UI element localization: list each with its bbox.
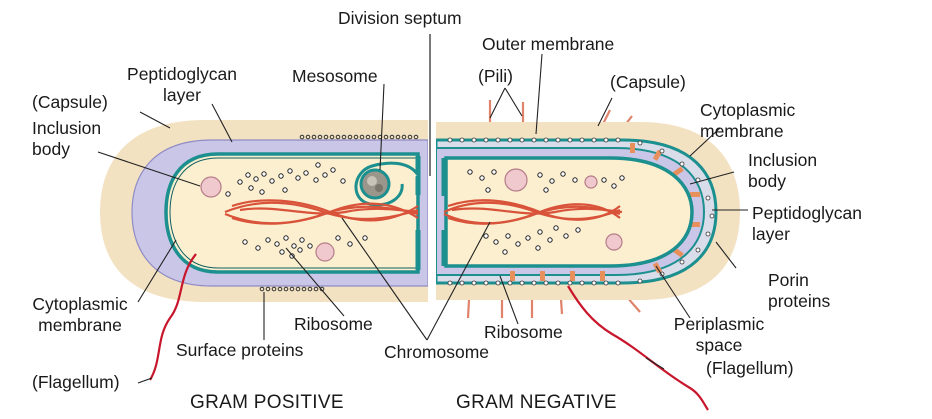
label-ribosome-right: Ribosome xyxy=(484,322,563,343)
label-cytoplasmic-left: Cytoplasmic membrane xyxy=(10,294,150,336)
label-chromosome: Chromosome xyxy=(384,342,489,363)
label-cytoplasmic-left-line1: Cytoplasmic xyxy=(10,294,150,315)
label-ribosome-left: Ribosome xyxy=(294,314,373,335)
label-cytoplasmic-right-line2: membrane xyxy=(700,121,795,142)
title-gram-positive: GRAM POSITIVE xyxy=(190,392,344,414)
label-porin-line1: Porin xyxy=(768,270,830,291)
label-inclusion-left-line1: Inclusion xyxy=(32,118,101,139)
label-peptidoglycan-right-line2: layer xyxy=(752,224,862,245)
label-capsule-right: (Capsule) xyxy=(610,72,686,93)
label-mesosome: Mesosome xyxy=(292,66,378,87)
label-porin-line2: proteins xyxy=(768,291,830,312)
label-peptidoglycan-left: Peptidoglycan layer xyxy=(112,64,252,106)
label-outer-membrane: Outer membrane xyxy=(482,34,614,55)
label-cytoplasmic-left-line2: membrane xyxy=(10,315,150,336)
title-gram-negative: GRAM NEGATIVE xyxy=(456,392,617,414)
label-periplasmic-line1: Periplasmic xyxy=(654,314,784,335)
label-flagellum-right: (Flagellum) xyxy=(706,358,794,379)
gram-positive-cell xyxy=(100,120,428,302)
label-flagellum-left: (Flagellum) xyxy=(32,372,120,393)
label-surface-proteins: Surface proteins xyxy=(176,340,303,361)
label-periplasmic-line2: space xyxy=(654,335,784,356)
label-peptidoglycan-right: Peptidoglycan layer xyxy=(752,203,862,245)
cytoplasm-right xyxy=(446,158,692,266)
label-periplasmic: Periplasmic space xyxy=(654,314,784,356)
label-inclusion-left: Inclusion body xyxy=(32,118,101,160)
label-peptidoglycan-left-line1: Peptidoglycan xyxy=(112,64,252,85)
label-pili: (Pili) xyxy=(478,66,513,87)
label-inclusion-right-line1: Inclusion xyxy=(748,150,817,171)
label-peptidoglycan-left-line2: layer xyxy=(112,85,252,106)
label-inclusion-left-line2: body xyxy=(32,139,101,160)
label-division-septum: Division septum xyxy=(338,8,462,29)
label-cytoplasmic-right-line1: Cytoplasmic xyxy=(700,100,795,121)
label-inclusion-right-line2: body xyxy=(748,171,817,192)
label-peptidoglycan-right-line1: Peptidoglycan xyxy=(752,203,862,224)
label-cytoplasmic-right: Cytoplasmic membrane xyxy=(700,100,795,142)
label-porin: Porin proteins xyxy=(768,270,830,312)
label-capsule-left: (Capsule) xyxy=(32,92,108,113)
label-inclusion-right: Inclusion body xyxy=(748,150,817,192)
